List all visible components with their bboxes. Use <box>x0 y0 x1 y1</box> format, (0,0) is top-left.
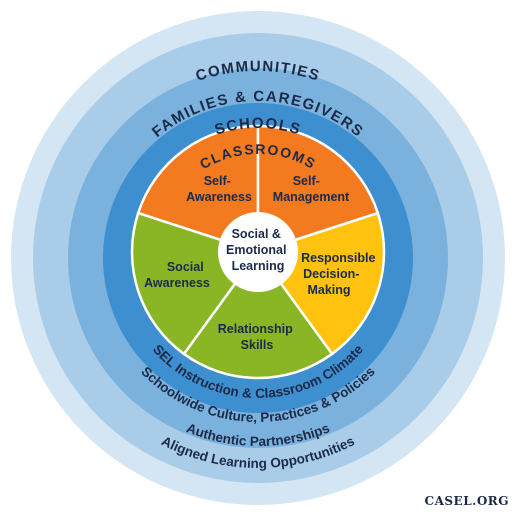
slice-self-management <box>256 124 380 254</box>
label-self-management: Self- Management <box>273 174 350 204</box>
label-line: Skills <box>241 338 274 352</box>
slice-self-awareness <box>136 124 260 254</box>
label-relationship-skills: Relationship Skills <box>218 322 297 352</box>
label-line: Decision- <box>303 267 359 281</box>
center-label-line: Social & <box>232 227 281 241</box>
label-social-awareness: Social Awareness <box>144 260 210 290</box>
casel-credit: CASEL.ORG <box>424 494 509 508</box>
label-self-awareness: Self- Awareness <box>186 174 252 204</box>
label-line: Responsible <box>301 251 375 265</box>
slice-relationship-skills <box>182 249 334 380</box>
label-line: Making <box>307 283 350 297</box>
center-label-line: Emotional <box>226 243 286 257</box>
center-label-line: Learning <box>232 259 285 273</box>
label-line: Awareness <box>186 190 252 204</box>
label-responsible-decision-making: Responsible Decision- Making <box>301 251 379 297</box>
label-line: Management <box>273 190 350 204</box>
center-label: Social & Emotional Learning <box>226 227 290 273</box>
label-line: Awareness <box>144 276 210 290</box>
center-circle <box>218 212 298 292</box>
slice-labels: Self- Awareness Self- Management Respons… <box>144 174 379 352</box>
label-line: Social <box>167 260 204 274</box>
label-line: Self- <box>204 174 231 188</box>
label-line: Self- <box>293 174 320 188</box>
label-line: Relationship <box>218 322 293 336</box>
